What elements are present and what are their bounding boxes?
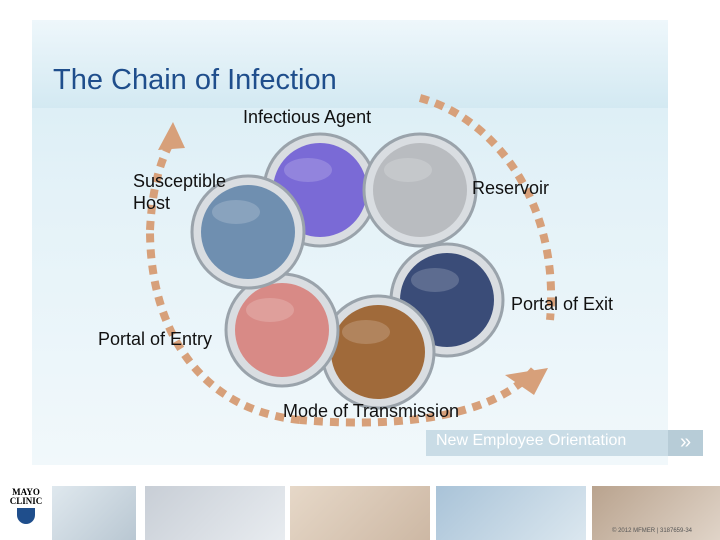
node-image-reservoir: [373, 143, 467, 237]
footer-photo-lab: [290, 486, 430, 540]
cycle-arrowhead-top-left: [158, 122, 185, 150]
node-highlight-exit: [411, 268, 459, 292]
orientation-banner: [426, 430, 668, 456]
footer-photo-equipment: [145, 486, 285, 540]
label-mode-of-transmission: Mode of Transmission: [283, 401, 460, 421]
cycle-arrowhead-bottom-right: [505, 368, 548, 395]
node-image-transmission: [331, 305, 425, 399]
cycle-arrow-bottom: [299, 367, 538, 427]
node-highlight-reservoir: [384, 158, 432, 182]
next-chevron-icon[interactable]: »: [668, 430, 703, 456]
logo-line-2: CLINIC: [9, 496, 43, 506]
label-susceptible-host: Susceptible Host: [133, 171, 227, 213]
node-image-host: [201, 185, 295, 279]
label-infectious-agent: Infectious Agent: [243, 107, 372, 127]
label-reservoir: Reservoir: [472, 178, 550, 198]
shield-icon: [17, 508, 35, 524]
node-highlight-host: [212, 200, 260, 224]
cycle-arrow-top-right: [418, 94, 556, 321]
slide-title: The Chain of Infection: [53, 64, 337, 96]
mayo-clinic-logo: MAYO CLINIC: [8, 488, 44, 524]
node-highlight-entry: [246, 298, 294, 322]
node-highlight-transmission: [342, 320, 390, 344]
node-highlight-agent: [284, 158, 332, 182]
node-image-entry: [235, 283, 329, 377]
cycle-arrow-bottom-left: [146, 229, 301, 424]
logo-line-1: MAYO: [12, 487, 40, 497]
copyright-text: © 2012 MFMER | 3187659-34: [612, 528, 693, 534]
footer-photo-classroom: [52, 486, 136, 540]
footer-photo-patient: [592, 486, 720, 540]
label-portal-of-exit: Portal of Exit: [511, 294, 614, 314]
label-portal-of-entry: Portal of Entry: [98, 329, 213, 349]
orientation-banner-text: New Employee Orientation: [436, 432, 627, 449]
footer-photo-staff: [436, 486, 586, 540]
title-band: [32, 20, 668, 108]
